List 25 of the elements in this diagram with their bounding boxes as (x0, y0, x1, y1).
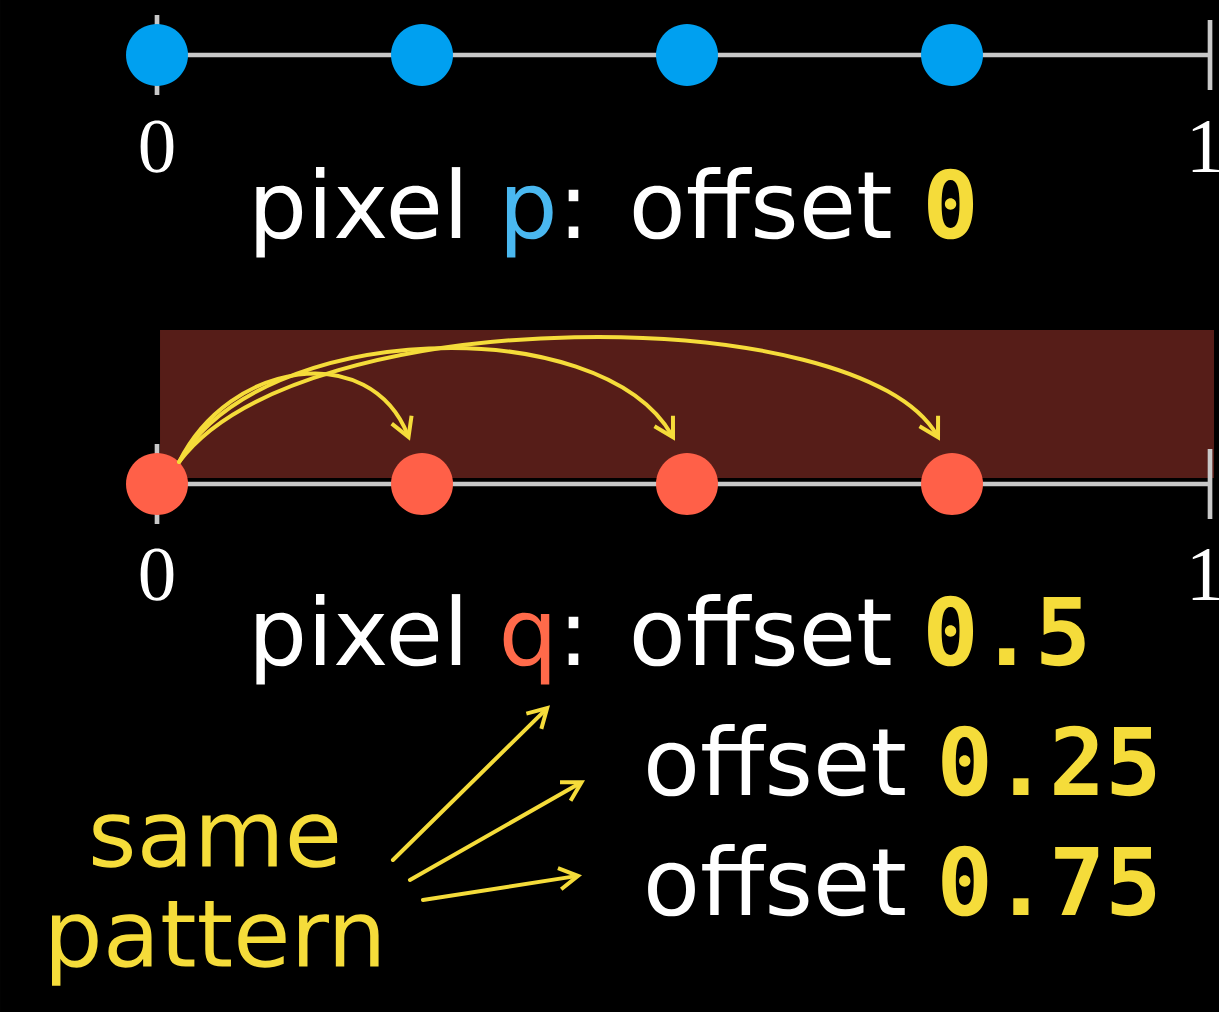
arrow (407, 780, 585, 882)
annotation-text: same pattern (52, 814, 379, 986)
dot (391, 24, 453, 86)
offset-text: pixel p : offset 0 (256, 167, 974, 258)
dot (391, 453, 453, 515)
tick-label: 0 (140, 548, 174, 601)
offset-text: pixel q : offset 0.5 (256, 594, 1085, 685)
arrow (177, 335, 941, 464)
offset-text: offset 0.25 (648, 724, 1156, 797)
dot (656, 24, 718, 86)
dot (656, 453, 718, 515)
dot (126, 24, 188, 86)
label: pixel (256, 167, 461, 258)
arrow (390, 705, 550, 862)
tick-label: 0 (140, 120, 174, 173)
tick-label: 1 (1192, 120, 1219, 172)
arrow (420, 866, 582, 902)
dot (921, 453, 983, 515)
tick-label: 1 (1192, 548, 1219, 600)
dot (921, 24, 983, 86)
dot (126, 453, 188, 515)
label: 0 (928, 168, 974, 240)
label: p (506, 185, 553, 258)
offset-text: offset 0.75 (648, 844, 1156, 917)
label: : offset (568, 167, 891, 240)
